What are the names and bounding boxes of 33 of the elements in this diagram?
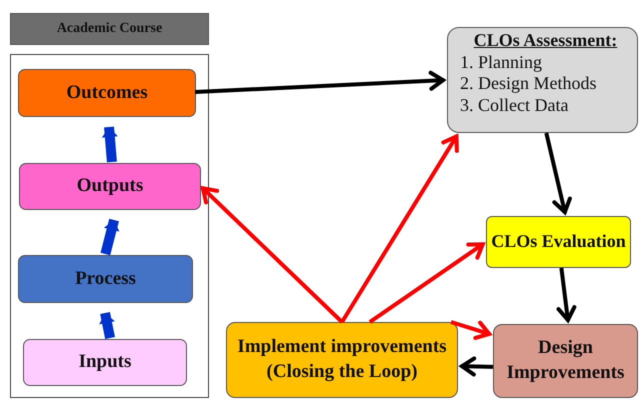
arrow <box>194 70 445 94</box>
arrow <box>556 268 576 322</box>
process-box <box>226 322 458 398</box>
list-item: 3. Collect Data <box>460 94 568 116</box>
list-item: 2. Design Methods <box>460 73 596 95</box>
process-box <box>19 163 201 210</box>
arrow <box>100 218 120 256</box>
box-label: Design Improvements <box>506 336 626 385</box>
process-box <box>493 324 638 398</box>
box-label: Academic Course <box>56 20 162 38</box>
box-label: Inputs <box>78 350 132 374</box>
box-label: Process <box>75 266 136 291</box>
arrow <box>102 126 118 162</box>
box-label: Outputs <box>76 174 144 198</box>
arrow <box>544 132 572 214</box>
arrow <box>450 320 492 340</box>
header-box <box>10 13 209 45</box>
list-item: 1. Planning <box>460 52 542 74</box>
arrow <box>200 186 344 324</box>
arrow <box>340 134 459 324</box>
box-label: Outcomes <box>66 80 148 105</box>
process-box <box>23 339 187 386</box>
container-box <box>10 54 209 398</box>
process-box <box>18 69 196 117</box>
arrow <box>460 356 494 376</box>
box-label: CLOs Evaluation <box>491 230 626 254</box>
process-box <box>18 255 193 303</box>
arrow <box>99 312 115 339</box>
box-label: Implement improvements (Closing the Loop) <box>236 335 448 384</box>
process-box <box>486 216 631 268</box>
box-heading: CLOs Assessment: <box>474 30 618 52</box>
arrow <box>368 242 485 324</box>
process-box <box>447 27 638 133</box>
